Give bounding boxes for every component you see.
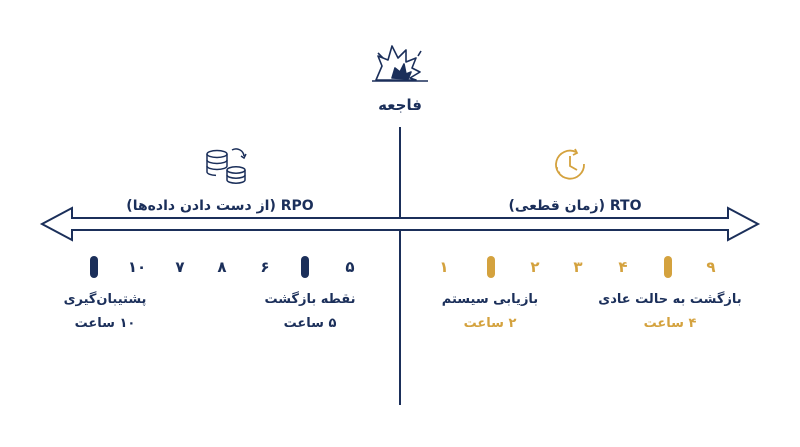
backup-label: پشتیبان‌گیری — [63, 292, 147, 307]
event-label: فاجعه — [378, 96, 422, 114]
timeline-arrow — [39, 206, 761, 242]
back-to-normal-label: بازگشت به حالت عادی — [598, 292, 742, 307]
explosion-icon — [372, 45, 428, 82]
left-tick-label: ۷ — [175, 258, 185, 276]
left-tick-label: ۶ — [260, 258, 270, 276]
system-recovery-label: بازیابی سیستم — [441, 292, 539, 307]
right-tick-label: ۳ — [573, 258, 583, 276]
left-tick-label: ۵ — [345, 258, 355, 276]
recovery-point-marker — [301, 256, 309, 278]
left-tick-label: ۸ — [217, 258, 227, 276]
left-tick-label: ۱۰ — [127, 258, 147, 276]
database-sync-icon — [206, 148, 247, 184]
recovery-point-label: نقطه بازگشت — [264, 292, 356, 307]
back-to-normal-time: ۴ ساعت — [643, 316, 697, 331]
rpo-label: RPO (از دست دادن داده‌ها) — [126, 198, 314, 214]
backup-marker — [90, 256, 98, 278]
right-tick-label: ۲ — [530, 258, 540, 276]
right-tick-label: ۴ — [618, 258, 628, 276]
system-recovery-time: ۲ ساعت — [463, 316, 517, 331]
back-to-normal-marker — [664, 256, 672, 278]
backup-time: ۱۰ ساعت — [74, 316, 136, 331]
recovery-point-time: ۵ ساعت — [283, 316, 337, 331]
clock-icon — [555, 148, 585, 180]
right-tick-label: ۱ — [439, 258, 449, 276]
rto-label: RTO (زمان قطعی) — [508, 198, 642, 214]
system-recovery-marker — [487, 256, 495, 278]
right-tick-label: ۹ — [706, 258, 716, 276]
